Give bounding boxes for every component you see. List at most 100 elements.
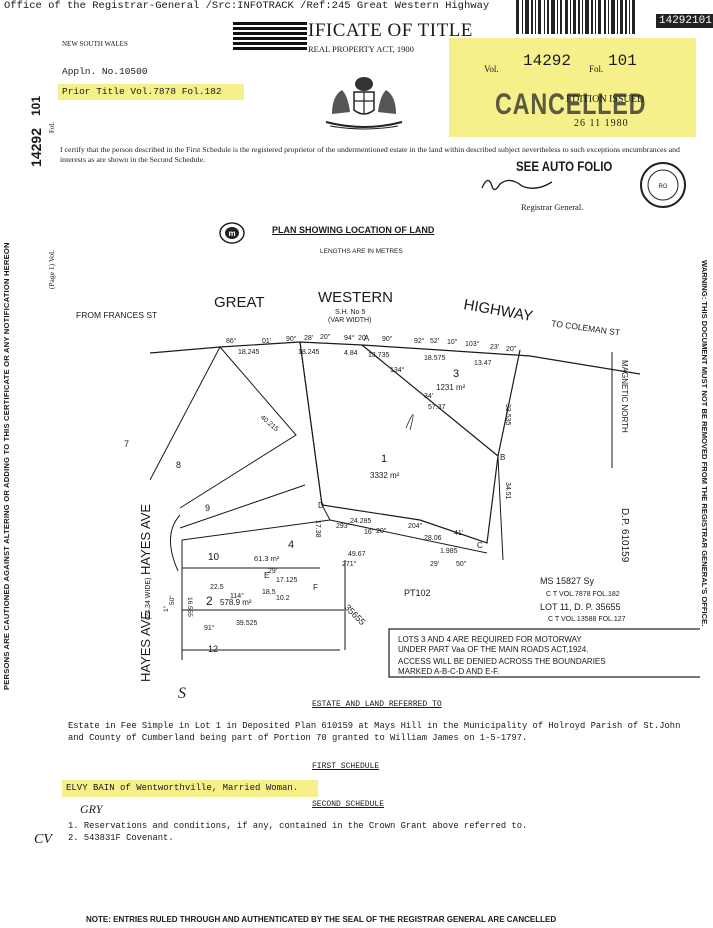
dim-41: 57.37	[428, 404, 446, 411]
estate-heading: ESTATE AND LAND REFERRED TO	[312, 700, 442, 709]
vol-value: 14292	[523, 52, 572, 70]
pt102-label: PT102	[404, 588, 431, 598]
svg-text:m: m	[228, 229, 235, 238]
dim-38: 20"	[376, 528, 387, 535]
right-margin-warning: WARNING: THIS DOCUMENT MUST NOT BE REMOV…	[700, 260, 709, 627]
dim-42: 34'	[424, 393, 433, 400]
dim-32: 29'	[430, 561, 439, 568]
road-word-western: WESTERN	[318, 289, 393, 306]
corner-a: A	[364, 334, 370, 343]
plan-subtitle: LENGTHS ARE IN METRES	[320, 248, 403, 255]
dim-37: 16'	[364, 529, 373, 536]
dim-46: 1°	[162, 605, 170, 612]
notice-line-2: UNDER PART Vaa OF THE MAIN ROADS ACT,192…	[398, 645, 588, 654]
road-word-great: GREAT	[214, 294, 265, 311]
lot-1-label: 1	[381, 453, 387, 465]
dim-5: 20"	[320, 334, 331, 341]
second-schedule-item-2: 2. 543831F Covenant.	[68, 833, 174, 843]
lot-12-label: 12	[208, 644, 218, 654]
lot-11-ref: LOT 11, D. P. 35655	[540, 602, 621, 612]
state-label: NEW SOUTH WALES	[62, 40, 128, 48]
source-line: Office of the Registrar-General /Src:INF…	[4, 0, 490, 12]
dim-7: 20'	[358, 335, 367, 342]
barcode	[516, 0, 635, 34]
magnetic-north-label: MAGNETIC NORTH	[620, 360, 629, 433]
left-margin-warning: PERSONS ARE CAUTIONED AGAINST ALTERING O…	[2, 242, 11, 690]
dim-39: 40.215	[259, 414, 280, 433]
dp-35655-label: 35655	[343, 602, 368, 627]
dim-25: 1.985	[440, 548, 458, 555]
vol-fol-box	[449, 38, 696, 137]
ct-13588-ref: C T VOL.13588 FOL.127	[548, 616, 626, 623]
appln-number: Appln. No.10500	[62, 66, 148, 77]
dim-6: 94°	[344, 334, 355, 342]
dim-11: 10"	[447, 339, 458, 346]
second-schedule-heading: SECOND SCHEDULE	[312, 800, 385, 809]
dim-22: 34.51	[504, 482, 511, 500]
hayes-ave-label-2: HAYES AVE	[138, 611, 153, 682]
ref-number: 14292101	[656, 14, 713, 28]
lot-4-label: 4	[288, 539, 294, 551]
notice-line-1: LOTS 3 AND 4 ARE REQUIRED FOR MOTORWAY	[398, 635, 582, 644]
ms-ref: MS 15827 Sy	[540, 576, 595, 586]
hayes-width-label: (24.34 WIDE)	[145, 578, 152, 620]
lot-3-area: 1231 m²	[436, 383, 466, 392]
dim-35: 293°	[336, 522, 351, 530]
lot-8-label: 8	[176, 460, 181, 470]
side-folio-number: 14292	[28, 128, 44, 167]
dim-27: 17.38	[314, 520, 321, 538]
dim-43: 114°	[230, 592, 244, 600]
dim-28: 22.5	[210, 584, 224, 591]
corner-e: E	[264, 571, 269, 580]
title-redaction	[233, 22, 307, 50]
dim-1: 86°	[226, 337, 237, 345]
corner-b: B	[500, 453, 505, 462]
hayes-ave-label: HAYES AVE	[138, 504, 153, 575]
side-fol-label: Fol.	[48, 122, 56, 134]
edition-date: 26 11 1980	[574, 118, 629, 129]
plan-title: PLAN SHOWING LOCATION OF LAND	[272, 225, 435, 235]
plan-logo-icon: m	[219, 222, 245, 244]
ct-7878-ref: C T VOL.7878 FOL.182	[546, 591, 620, 598]
road-word-highway: HIGHWAY	[462, 296, 534, 325]
dim-45: 10.2	[276, 595, 290, 602]
dim-10: 52'	[430, 338, 439, 345]
dim-15: 18.245	[238, 349, 260, 356]
annotation-gry: GRY	[80, 802, 103, 816]
act-label: REAL PROPERTY ACT, 1900	[308, 44, 414, 54]
lot-10-label: 10	[208, 552, 220, 563]
corner-f: F	[313, 583, 318, 592]
dim-31: 271°	[342, 560, 357, 568]
dim-36: 41'	[454, 530, 463, 537]
coat-of-arms	[325, 77, 403, 130]
lot-2-label: 2	[206, 594, 213, 608]
notice-line-3: ACCESS WILL BE DENIED ACROSS THE BOUNDAR…	[398, 657, 606, 666]
dim-34: 204°	[408, 522, 423, 530]
certificate-title: IFICATE OF TITLE	[308, 20, 473, 41]
dim-50: 91°	[204, 624, 215, 632]
notice-line-4: MARKED A-B-C-D AND E-F.	[398, 667, 499, 676]
fol-label: Fol.	[589, 64, 604, 74]
side-page-vol: (Page 1) Vol.	[47, 250, 56, 290]
certify-text: I certify that the person described in t…	[60, 145, 680, 164]
owner-name: ELVY BAIN of Wentworthville, Married Wom…	[62, 780, 319, 797]
estate-text: Estate in Fee Simple in Lot 1 in Deposit…	[68, 721, 681, 743]
dim-16: 18.245	[298, 349, 320, 356]
dim-19: 18.575	[424, 355, 446, 362]
dim-14: 20"	[506, 346, 517, 353]
edition-issued: EDITION ISSUED	[566, 94, 645, 105]
dim-29: 39.525	[236, 620, 258, 627]
fol-value: 101	[608, 52, 637, 70]
to-street-label: TO COLEMAN ST	[551, 318, 621, 338]
dim-30: 16.555	[186, 597, 193, 617]
see-auto-folio: SEE AUTO FOLIO	[516, 158, 613, 174]
dim-2: 01'	[262, 338, 271, 345]
lot-9-label: 9	[205, 503, 210, 513]
dim-40: 134°	[390, 366, 405, 374]
road-width: (VAR WIDTH)	[328, 317, 371, 324]
dim-48: 50"	[169, 595, 176, 605]
dim-24: 28.06	[424, 535, 442, 542]
prior-title: Prior Title Vol.7878 Fol.182	[58, 84, 244, 100]
dim-23: 24.285	[350, 518, 372, 525]
dim-12: 103°	[465, 340, 480, 348]
